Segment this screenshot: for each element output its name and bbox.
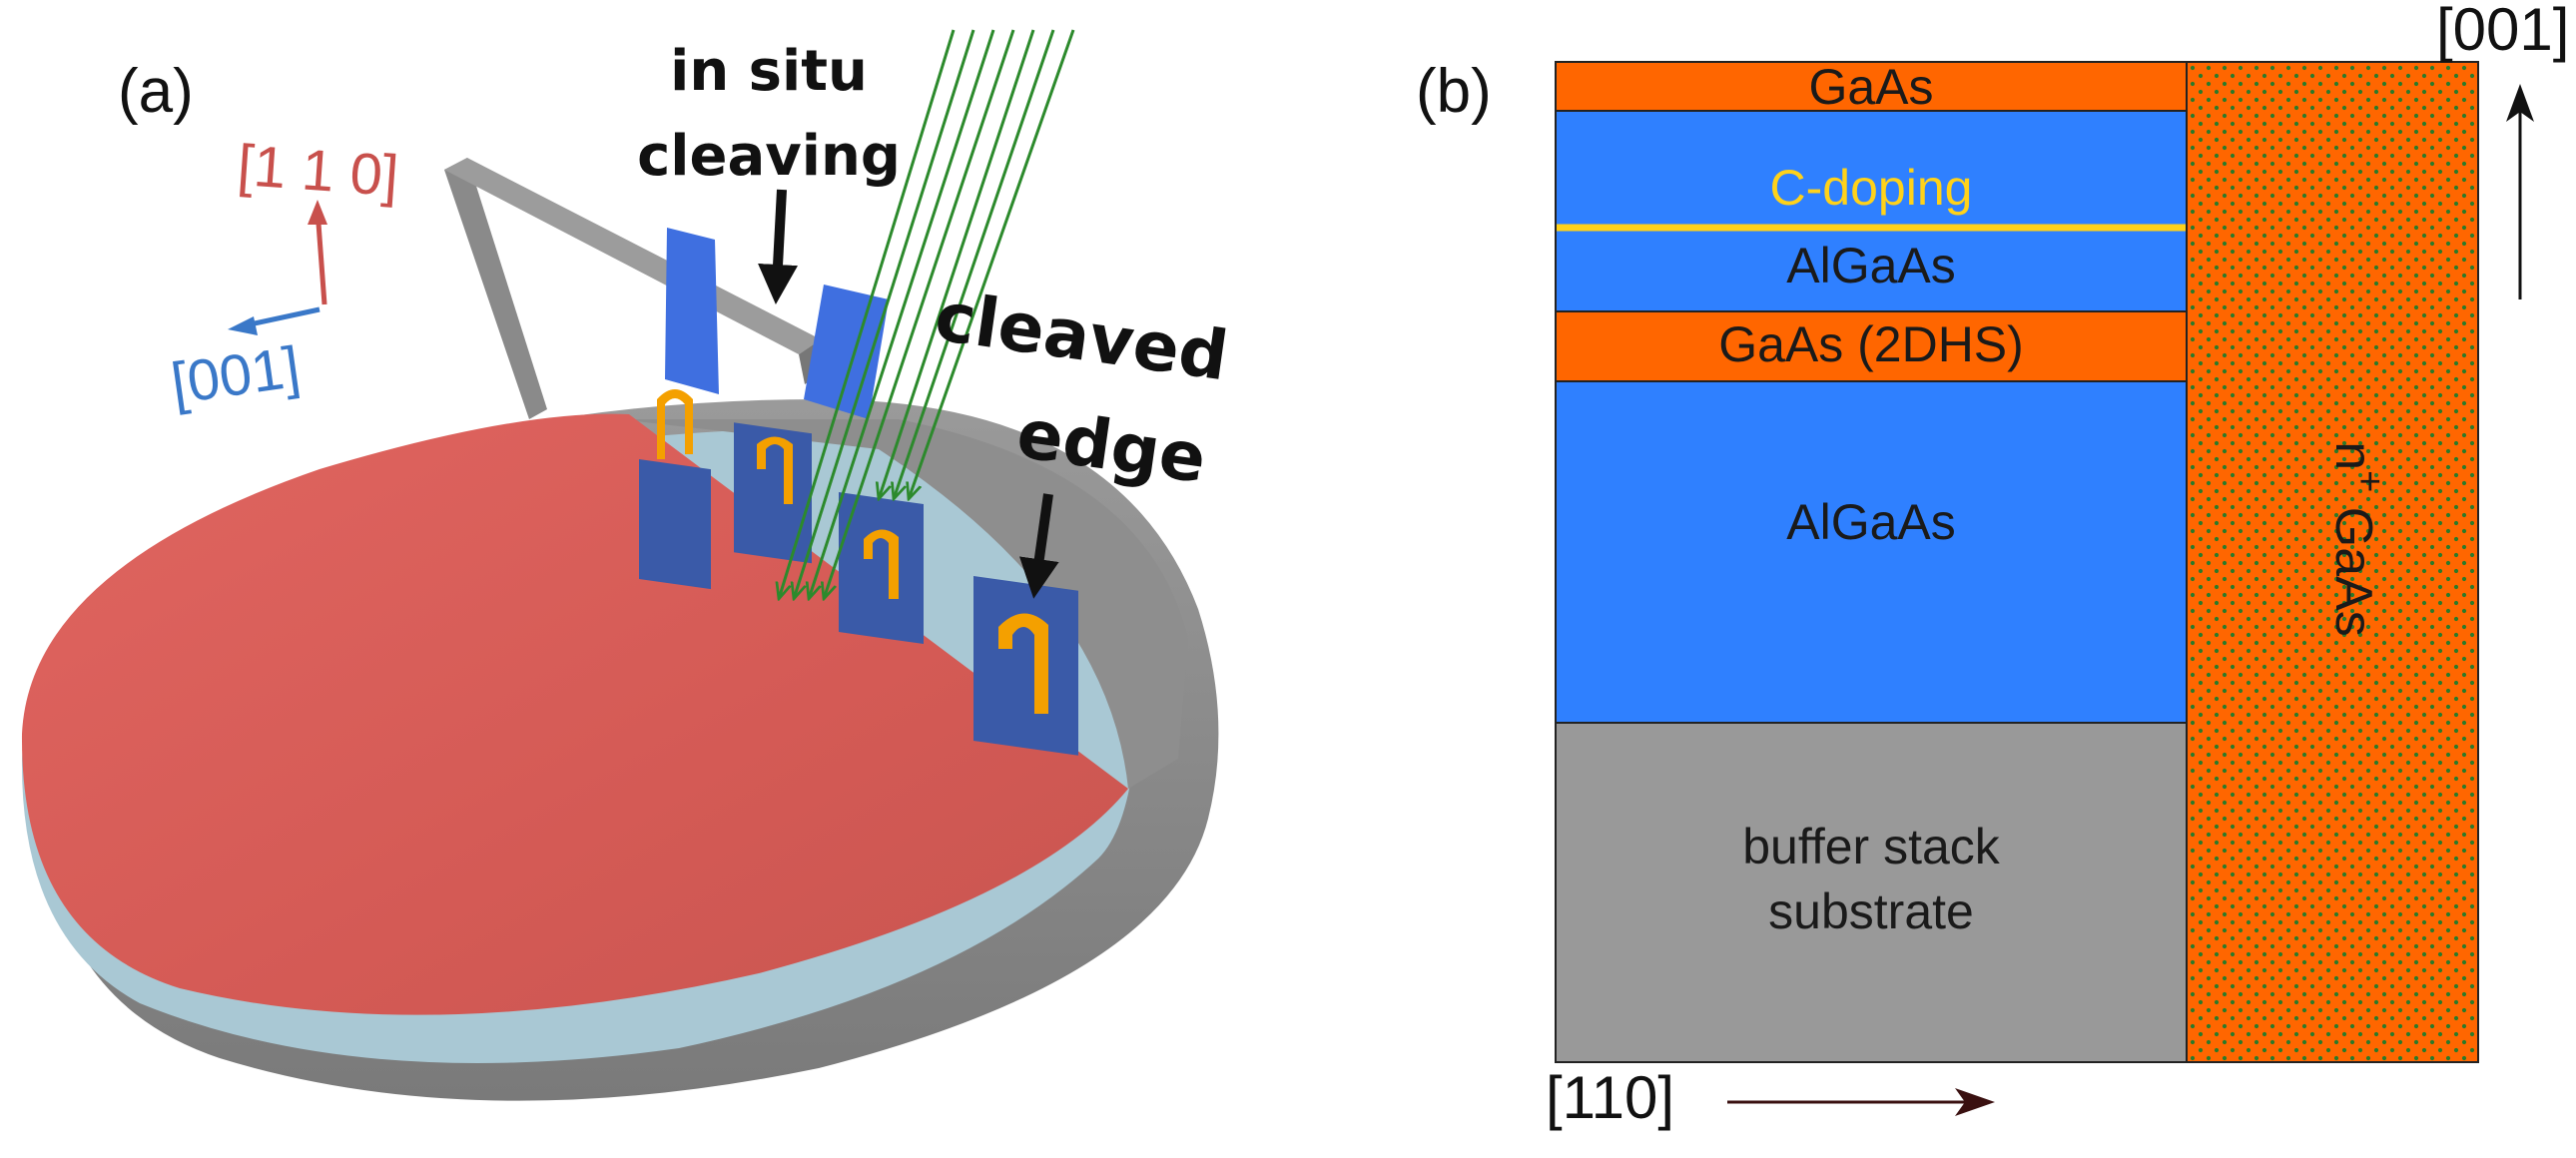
layer-label-algaas-top: AlGaAs [1786,238,1956,293]
cleaver-arm [444,158,889,419]
chips [639,389,1078,756]
beams [779,29,1075,599]
chip [639,458,711,590]
axis-001-label: [001] [168,334,305,416]
layer-gaas-cap [1555,61,2188,112]
contact-label-rest: GaAs [2324,492,2382,637]
wafer-surface [21,413,1128,1015]
contact-label: n+ GaAs [2324,441,2390,637]
contact [998,613,1048,714]
n-plus-contact [2186,61,2479,1063]
axis-110-arrow [315,209,327,305]
cleaving-arrow [758,189,799,304]
panel-a: (a) [21,29,1233,1101]
layer-algaas-top [1555,110,2188,312]
layer-label-gaas: GaAs [1808,59,1933,115]
layer-label-c-doping: C-doping [1770,160,1973,216]
axis-horizontal-label: [110] [1546,1064,1674,1131]
edge-label-line1: cleaved [931,278,1233,396]
axis-110-head [308,200,327,225]
chip [973,576,1078,756]
layer-stack [1555,61,2479,1063]
contact [657,389,693,459]
edge-arrow [1018,493,1059,599]
layer-label-2dhs: GaAs (2DHS) [1718,316,2024,372]
panel-b-label: (b) [1416,57,1492,126]
axis-vertical-head [2506,84,2534,122]
cleaved-piece [804,285,889,419]
cleaved-piece [665,228,719,394]
panel-a-label: (a) [118,57,194,126]
chip [839,492,924,645]
axis-vertical-label: [001] [2436,0,2569,63]
contact-label-n: n [2324,441,2382,470]
axis-horizontal-head [1955,1088,1995,1116]
layer-algaas-bottom [1555,380,2188,724]
layer-label-algaas-bottom: AlGaAs [1786,494,1956,550]
cleaving-label-line1: in situ [670,39,868,104]
axis-001-arrow [249,306,321,327]
axis-001-head [228,316,258,335]
panel-b: (b) GaAs C-doping AlGaAs GaAs (2DHS) AlG… [1416,0,2569,1131]
contact-label-sup: + [2348,470,2390,492]
layer-buffer [1555,722,2188,1063]
layer-label-buffer-2: substrate [1768,883,1974,939]
contact [864,529,899,599]
axis-110-label: [1 1 0] [236,133,400,209]
layer-gaas-2dhs [1555,310,2188,382]
contact [757,436,793,504]
cleaving-label-line2: cleaving [637,124,901,189]
layer-label-buffer-1: buffer stack [1742,819,2001,874]
